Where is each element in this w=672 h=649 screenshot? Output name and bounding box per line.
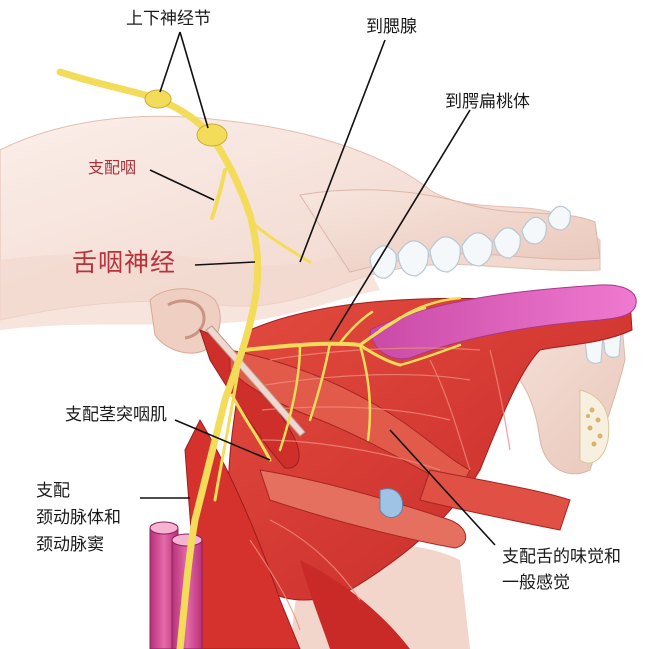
tongue-sense-label-line2: 一般感觉 — [502, 573, 570, 593]
ganglion-node-icon — [144, 89, 228, 147]
carotid-label-line3: 颈动脉窦 — [36, 535, 104, 555]
muscle-group — [184, 284, 637, 649]
pharynx-label: 支配咽 — [88, 158, 137, 177]
tongue-sense-label-line1: 支配舌的味觉和 — [502, 547, 621, 567]
carotid-label-line1: 支配 — [36, 481, 70, 501]
ganglia-label: 上下神经节 — [126, 9, 211, 29]
upper-teeth — [369, 205, 571, 279]
styloid-process — [205, 325, 306, 437]
stylopharyngeus-label: 支配茎突咽肌 — [65, 405, 167, 425]
glossopharyngeal-nerve-label: 舌咽神经 — [72, 248, 177, 277]
leader-lines — [140, 31, 496, 546]
tonsil-label: 到腭扁桃体 — [445, 92, 530, 112]
parotid-label: 到腮腺 — [366, 17, 417, 37]
carotid-label-line2: 颈动脉体和 — [36, 508, 121, 528]
glossopharyngeal-nerve — [56, 68, 462, 649]
